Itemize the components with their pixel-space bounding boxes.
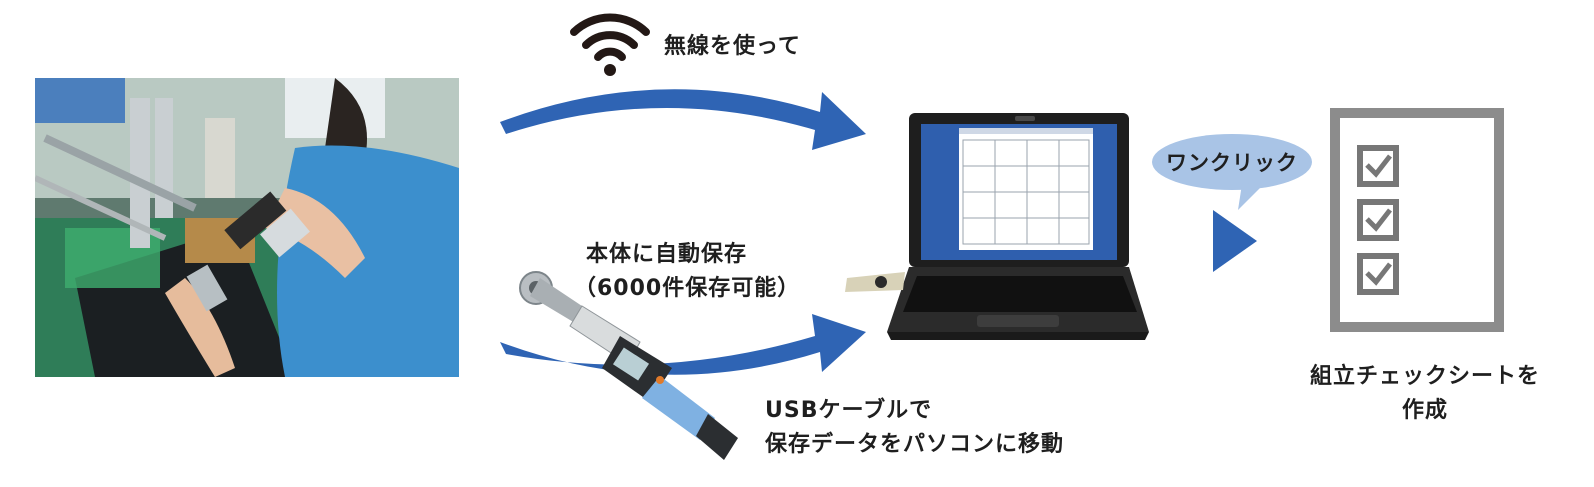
- one-click-bubble: [1152, 134, 1312, 210]
- checksheet-result-label: 組立チェックシートを 作成: [1290, 360, 1560, 428]
- checklist-icon: [1330, 108, 1504, 332]
- checkbox-1: [1357, 145, 1399, 187]
- laptop-icon: [845, 113, 1149, 340]
- auto-storage-label: 本体に自動保存 （6000件保存可能）: [574, 238, 800, 306]
- checksheet-result-line1: 組立チェックシートを: [1309, 364, 1540, 389]
- wireless-arrow: [500, 89, 866, 150]
- checksheet-result-line2: 作成: [1401, 398, 1448, 423]
- torque-wrench-icon: [519, 271, 738, 460]
- spreadsheet-window: [959, 128, 1093, 250]
- factory-worker-photo: [35, 78, 459, 377]
- auto-storage-line1: 本体に自動保存: [586, 242, 748, 267]
- usb-transfer-line2: 保存データをパソコンに移動: [765, 432, 1065, 457]
- usb-transfer-label: USBケーブルで 保存データをパソコンに移動: [765, 394, 1064, 462]
- usb-arrow: [500, 314, 866, 375]
- one-click-label: ワンクリック: [1166, 151, 1298, 175]
- play-triangle-icon: [1213, 210, 1257, 272]
- auto-storage-line2: （6000件保存可能）: [574, 276, 801, 301]
- wireless-label: 無線を使って: [664, 34, 801, 59]
- usb-transfer-line1: USBケーブルで: [765, 398, 933, 423]
- wifi-icon: [570, 13, 650, 76]
- checkbox-3: [1357, 253, 1399, 295]
- checkbox-2: [1357, 199, 1399, 241]
